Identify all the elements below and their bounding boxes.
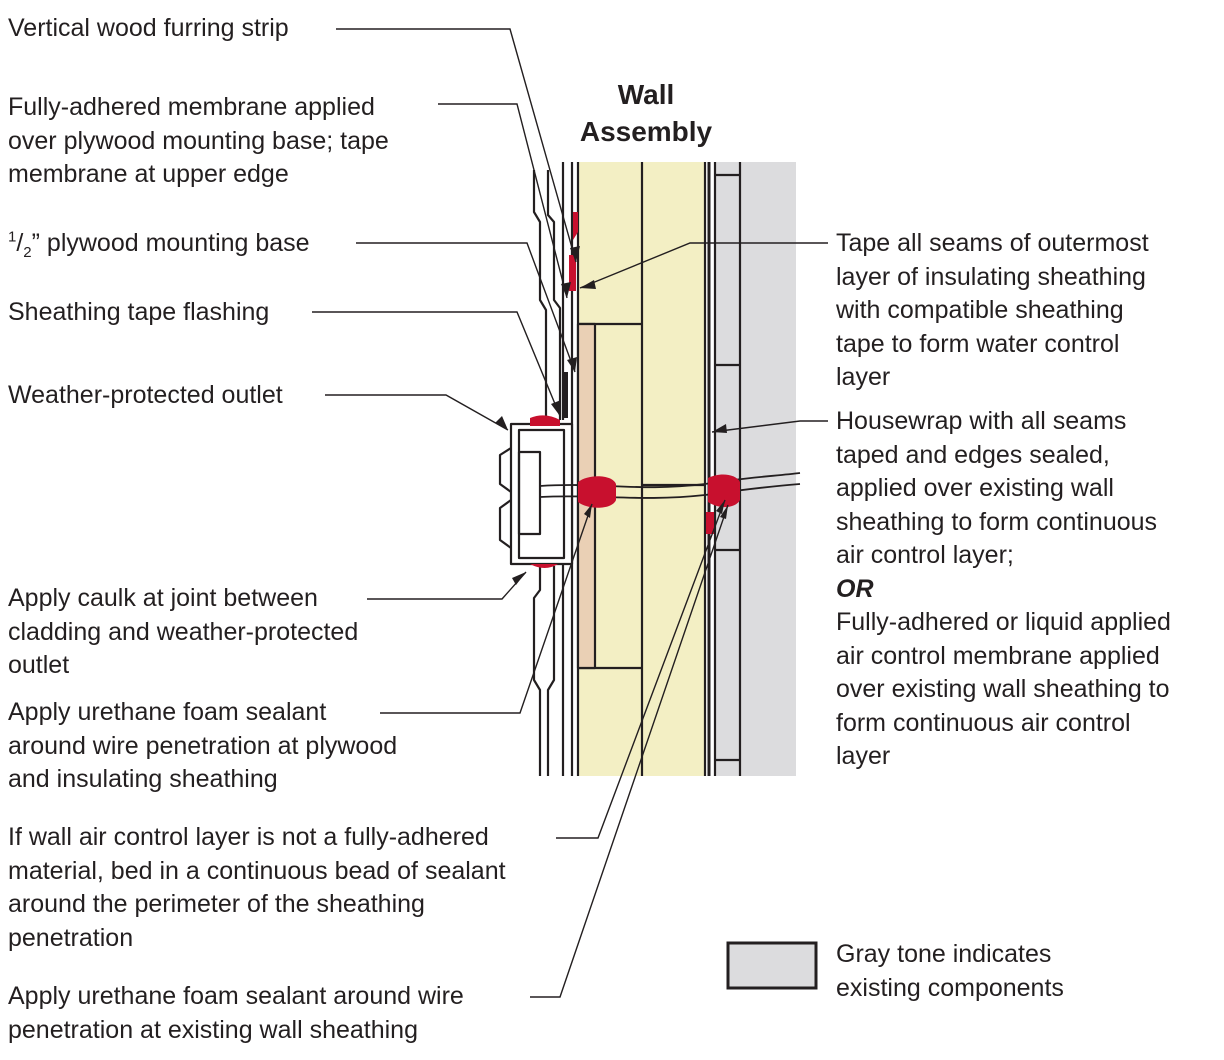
- label-line: with compatible sheathing: [836, 296, 1124, 324]
- outlet-box: [509, 422, 574, 566]
- label-line: Apply urethane foam sealant around wire: [8, 982, 464, 1010]
- upper-tape: [573, 212, 578, 240]
- label-line: Tape all seams of outermost: [836, 229, 1149, 257]
- label-line: air control layer;: [836, 541, 1014, 569]
- label-line: Fully-adhered membrane applied: [8, 93, 375, 121]
- label-line: Sheathing tape flashing: [8, 298, 270, 326]
- label-line: air control membrane applied: [836, 641, 1160, 670]
- label-line: Apply urethane foam sealant: [8, 698, 327, 726]
- label-line: penetration: [8, 923, 134, 952]
- title-line: Assembly: [579, 116, 713, 147]
- label-line: and insulating sheathing: [8, 765, 278, 793]
- label-line: Apply caulk at joint between: [8, 584, 318, 612]
- foam-plywood: [578, 476, 616, 508]
- fraction-denominator: 2: [23, 244, 32, 261]
- label-foam-plywood: Apply urethane foam sealant around wire …: [8, 696, 397, 797]
- label-line: over existing wall sheathing to: [836, 675, 1170, 703]
- label-line: membrane at upper edge: [8, 160, 289, 188]
- legend-swatch: [726, 941, 818, 990]
- legend-text: Gray tone indicates existing components: [836, 938, 1064, 1005]
- label-line: layer of insulating sheathing: [836, 262, 1146, 291]
- label-line: Fully-adhered or liquid applied: [836, 608, 1171, 636]
- label-foam-existing-sheathing: Apply urethane foam sealant around wire …: [8, 980, 464, 1047]
- label-line: sheathing to form continuous: [836, 507, 1158, 536]
- label-line: layer: [836, 742, 891, 770]
- insulation-inner: [642, 162, 705, 776]
- label-apply-caulk: Apply caulk at joint between cladding an…: [8, 582, 358, 683]
- label-fully-adhered-membrane: Fully-adhered membrane applied over plyw…: [8, 91, 389, 192]
- label-line: Housewrap with all seams: [836, 407, 1127, 435]
- label-housewrap: Housewrap with all seams taped and edges…: [836, 405, 1171, 774]
- title-line: Wall: [617, 79, 675, 110]
- label-line: penetration at existing wall sheathing: [8, 1015, 418, 1044]
- cladding-profile: [532, 170, 548, 420]
- label-line: Vertical wood furring strip: [8, 14, 289, 42]
- label-line: taped and edges sealed,: [836, 440, 1110, 469]
- diagram-title: Wall Assembly: [566, 76, 726, 150]
- label-sheathing-tape-flashing: Sheathing tape flashing: [8, 296, 269, 330]
- caulk-bottom: [530, 564, 558, 568]
- label-line: cladding and weather-protected: [8, 617, 359, 646]
- foam-existing: [708, 474, 740, 508]
- fraction-numerator: 1: [8, 228, 17, 246]
- label-line: around the perimeter of the sheathing: [8, 890, 425, 918]
- label-weather-protected-outlet: Weather-protected outlet: [8, 379, 283, 413]
- existing-sheathing: [715, 162, 740, 776]
- label-line: tape to form water control: [836, 329, 1120, 358]
- or-label: OR: [836, 574, 874, 603]
- label-plywood-mounting-base: 1/2” plywood mounting base: [8, 228, 310, 261]
- label-continuous-bead: If wall air control layer is not a fully…: [8, 821, 506, 955]
- existing-wall: [740, 162, 796, 776]
- label-line: material, bed in a continuous bead of se…: [8, 856, 506, 885]
- label-furring-strip: Vertical wood furring strip: [8, 12, 289, 46]
- label-tape-all-seams: Tape all seams of outermost layer of ins…: [836, 227, 1149, 395]
- label-line: around wire penetration at plywood: [8, 731, 398, 760]
- label-line: over plywood mounting base; tape: [8, 126, 389, 155]
- label-line: Gray tone indicates: [836, 940, 1052, 968]
- label-line: applied over existing wall: [836, 474, 1114, 502]
- label-line: If wall air control layer is not a fully…: [8, 823, 489, 851]
- label-line: outlet: [8, 651, 70, 679]
- caulk-top: [530, 415, 560, 426]
- label-line: form continuous air control: [836, 708, 1131, 737]
- label-line: ” plywood mounting base: [31, 229, 310, 257]
- label-line: layer: [836, 363, 891, 391]
- label-line: Weather-protected outlet: [8, 381, 283, 409]
- label-line: existing components: [836, 973, 1064, 1002]
